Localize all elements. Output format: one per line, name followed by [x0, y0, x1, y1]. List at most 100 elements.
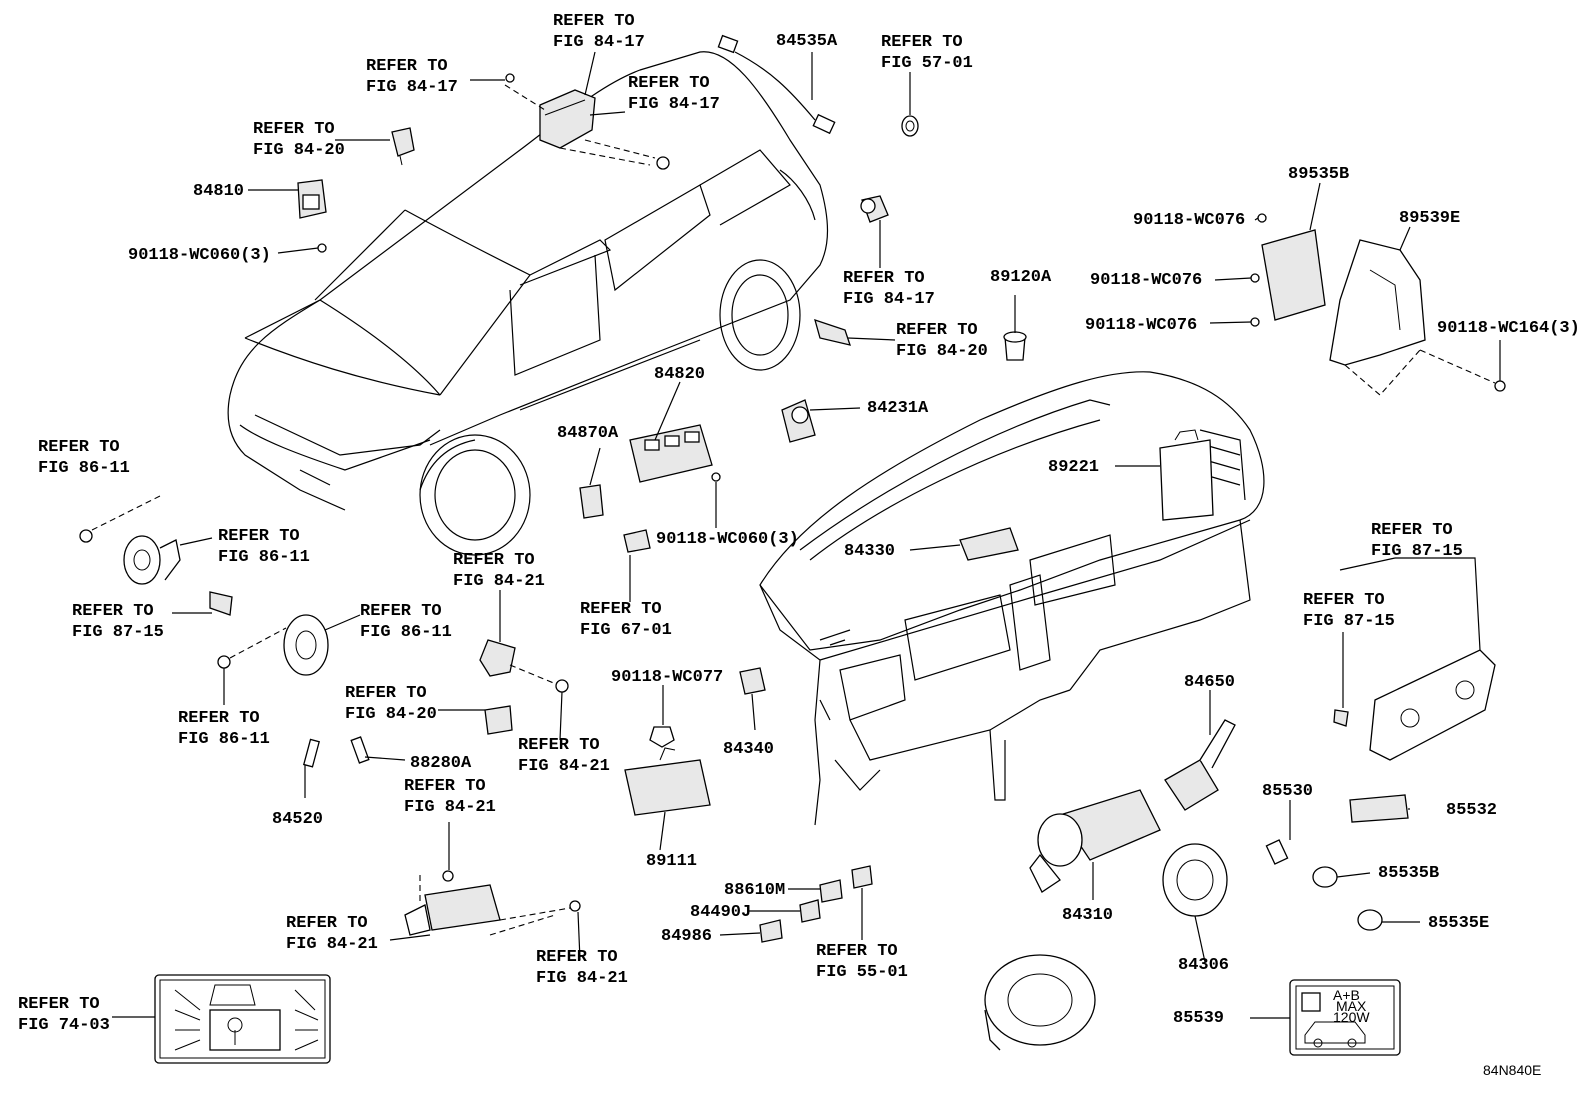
part-89120A	[1003, 331, 1027, 361]
callout-line: 84820	[654, 365, 705, 384]
callout-label: 88280A	[410, 754, 472, 773]
callout-line: REFER TO	[453, 551, 535, 570]
callout-label: REFER TO FIG 84-17	[366, 57, 458, 97]
callout-line: FIG 84-20	[345, 705, 437, 724]
callout-line: FIG 57-01	[881, 54, 973, 73]
part-horn-2	[217, 614, 329, 676]
callout-line: REFER TO	[896, 321, 978, 340]
part-84340	[739, 667, 766, 695]
callout-line: FIG 84-17	[843, 290, 935, 309]
callout-label: 84650	[1184, 673, 1235, 692]
callout-label: REFER TO FIG 74-03	[18, 995, 110, 1035]
callout-line: REFER TO	[18, 995, 100, 1014]
part-84330	[959, 527, 1019, 561]
callout-label: 90118-WC076	[1133, 211, 1245, 230]
callout-line: FIG 84-17	[628, 95, 720, 114]
callout-line: 89120A	[990, 268, 1052, 287]
callout-line: REFER TO	[218, 527, 300, 546]
callout-line: REFER TO	[178, 709, 260, 728]
callout-line: 85530	[1262, 782, 1313, 801]
callout-label: REFER TO FIG 84-20	[345, 684, 437, 724]
part-90118-WC077	[649, 726, 675, 748]
callout-line: 84490J	[690, 903, 751, 922]
callout-label: 84810	[193, 182, 244, 201]
callout-labels: REFER TO FIG 84-17 REFER TO FIG 84-17 REFE…	[18, 12, 1580, 1035]
callout-label: 85539	[1173, 1009, 1224, 1028]
part-relay-84-20	[391, 127, 415, 166]
callout-line: 85535B	[1378, 864, 1439, 883]
callout-line: REFER TO	[580, 600, 662, 619]
part-84-21-sensor	[479, 639, 569, 693]
part-84870A	[579, 484, 604, 519]
callout-line: 88610M	[724, 881, 785, 900]
callout-line: FIG 84-21	[286, 935, 378, 954]
callout-line: FIG 84-17	[366, 78, 458, 97]
callout-label: 90118-WC077	[611, 668, 723, 687]
callout-label: 85530	[1262, 782, 1313, 801]
callout-label: REFER TO FIG 84-21	[286, 914, 378, 954]
callout-label: 84340	[723, 740, 774, 759]
callout-line: REFER TO	[366, 57, 448, 76]
callout-line: REFER TO	[286, 914, 368, 933]
part-84810	[297, 179, 327, 253]
part-85535B	[1312, 866, 1338, 888]
callout-line: 84810	[193, 182, 244, 201]
callout-label: REFER TO FIG 84-20	[253, 120, 345, 160]
callout-line: REFER TO	[536, 948, 618, 967]
callout-label: 84231A	[867, 399, 929, 418]
part-55-01	[851, 865, 873, 889]
callout-label: 85532	[1446, 801, 1497, 820]
part-89111	[624, 747, 711, 816]
callout-line: REFER TO	[360, 602, 442, 621]
callout-line: 90118-WC060(3)	[128, 246, 271, 265]
callout-line: 90118-WC077	[611, 668, 723, 687]
callout-line: REFER TO	[553, 12, 635, 31]
part-spiral-cable	[984, 954, 1096, 1051]
callout-line: FIG 84-20	[253, 141, 345, 160]
vehicle-outline	[227, 51, 829, 556]
callout-label: 85535E	[1428, 914, 1489, 933]
callout-line: 84535A	[776, 32, 838, 51]
callout-line: REFER TO	[345, 684, 427, 703]
callout-line: 85535E	[1428, 914, 1489, 933]
callout-line: REFER TO	[404, 777, 486, 796]
callout-line: 90118-WC076	[1085, 316, 1197, 335]
callout-line: REFER TO	[816, 942, 898, 961]
callout-label: 84520	[272, 810, 323, 829]
callout-line: FIG 84-20	[896, 342, 988, 361]
part-84-20-right	[814, 318, 851, 346]
callout-line: 90118-WC076	[1133, 211, 1245, 230]
part-sensor-87-15	[209, 591, 233, 616]
callout-line: FIG 84-21	[536, 969, 628, 988]
callout-line: REFER TO	[1303, 591, 1385, 610]
callout-line: FIG 86-11	[218, 548, 310, 567]
callout-line: 84231A	[867, 399, 929, 418]
callout-line: REFER TO	[843, 269, 925, 288]
part-67-01	[623, 529, 651, 553]
callout-label: 90118-WC164(3)	[1437, 319, 1580, 338]
callout-line: 90118-WC164(3)	[1437, 319, 1580, 338]
part-grommet-57-01	[901, 115, 919, 137]
callout-line: REFER TO	[253, 120, 335, 139]
callout-line: FIG 86-11	[38, 459, 130, 478]
part-84520	[302, 738, 320, 768]
part-84231A	[781, 399, 816, 443]
part-84310	[1029, 789, 1161, 893]
callout-line: FIG 84-21	[404, 798, 496, 817]
callout-label: 90118-WC060(3)	[656, 530, 799, 549]
callout-line: 84330	[844, 542, 895, 561]
part-85532	[1349, 794, 1409, 823]
callout-line: FIG 74-03	[18, 1016, 110, 1035]
